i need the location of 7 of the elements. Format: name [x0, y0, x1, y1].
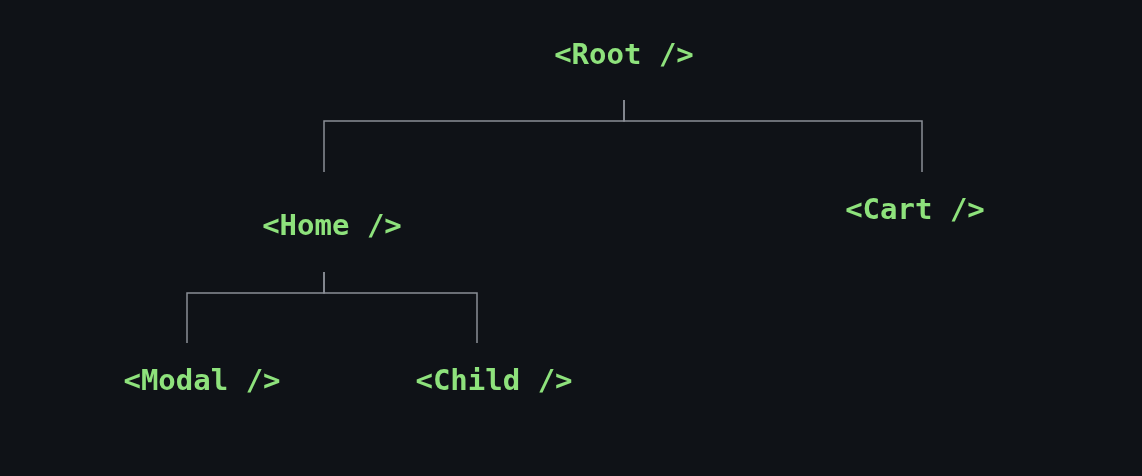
- tree-connector: [623, 99, 923, 173]
- component-label: <Home />: [262, 208, 402, 242]
- component-label: <Modal />: [123, 363, 281, 397]
- component-label: <Cart />: [845, 192, 985, 226]
- component-label: <Root />: [554, 37, 694, 71]
- tree-connector: [323, 271, 478, 344]
- component-label: <Child />: [415, 363, 573, 397]
